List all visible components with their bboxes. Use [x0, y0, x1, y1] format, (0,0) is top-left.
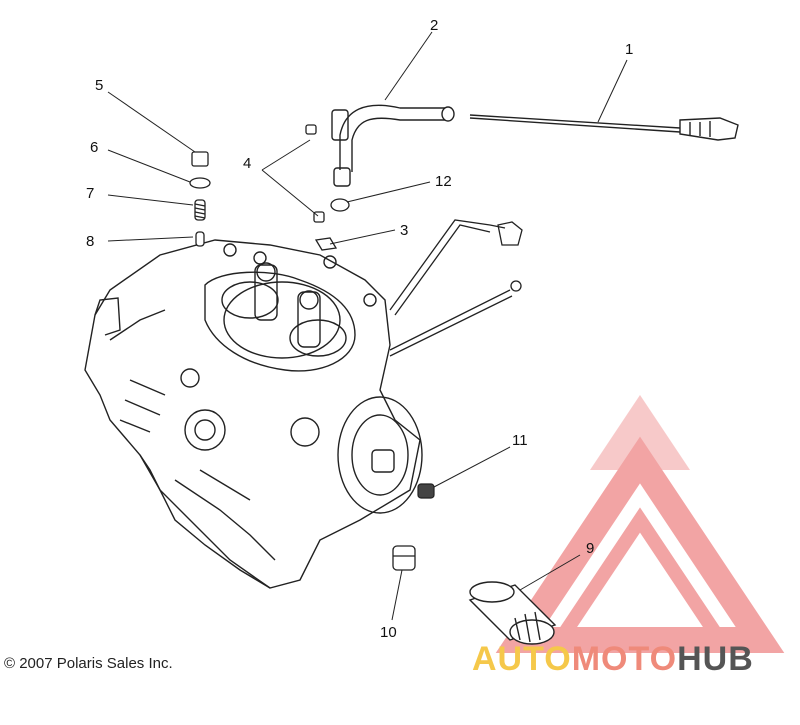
- callout-5: 5: [95, 77, 103, 94]
- screw-parts: [305, 124, 325, 223]
- breather-hose-part: [389, 219, 523, 357]
- dipstick-tube-part: [331, 104, 455, 187]
- callout-8: 8: [86, 233, 94, 250]
- callout-4: 4: [243, 155, 251, 172]
- engine-crankcase: [84, 239, 423, 589]
- dipstick-part: [469, 114, 739, 141]
- callout-11: 11: [512, 432, 528, 449]
- callout-6: 6: [90, 139, 98, 156]
- nut-part: [417, 483, 435, 499]
- callout-9: 9: [586, 540, 594, 557]
- fitting-part: [392, 545, 416, 571]
- callout-10: 10: [380, 624, 397, 641]
- oil-filter-part: [468, 581, 557, 645]
- copyright-notice: © 2007 Polaris Sales Inc.: [4, 655, 173, 672]
- watermark-brand: AUTOMOTOHUB: [472, 640, 754, 679]
- clip-part: [314, 237, 338, 251]
- brand-moto: MOTO: [571, 640, 678, 678]
- callout-labels: 1 2 3 4 5 6 7 8 9 10 11 12: [86, 17, 633, 641]
- o-ring-part: [330, 198, 350, 212]
- callout-12: 12: [435, 173, 452, 190]
- callout-3: 3: [400, 222, 408, 239]
- brand-hub: HUB: [677, 640, 754, 678]
- watermark-logo: [495, 395, 785, 653]
- callout-1: 1: [625, 41, 633, 58]
- bolt-washer-spring-pin: [189, 151, 211, 247]
- callout-7: 7: [86, 185, 94, 202]
- callout-2: 2: [430, 17, 438, 34]
- leader-lines: [107, 31, 628, 621]
- brand-auto: AUTO: [472, 640, 572, 678]
